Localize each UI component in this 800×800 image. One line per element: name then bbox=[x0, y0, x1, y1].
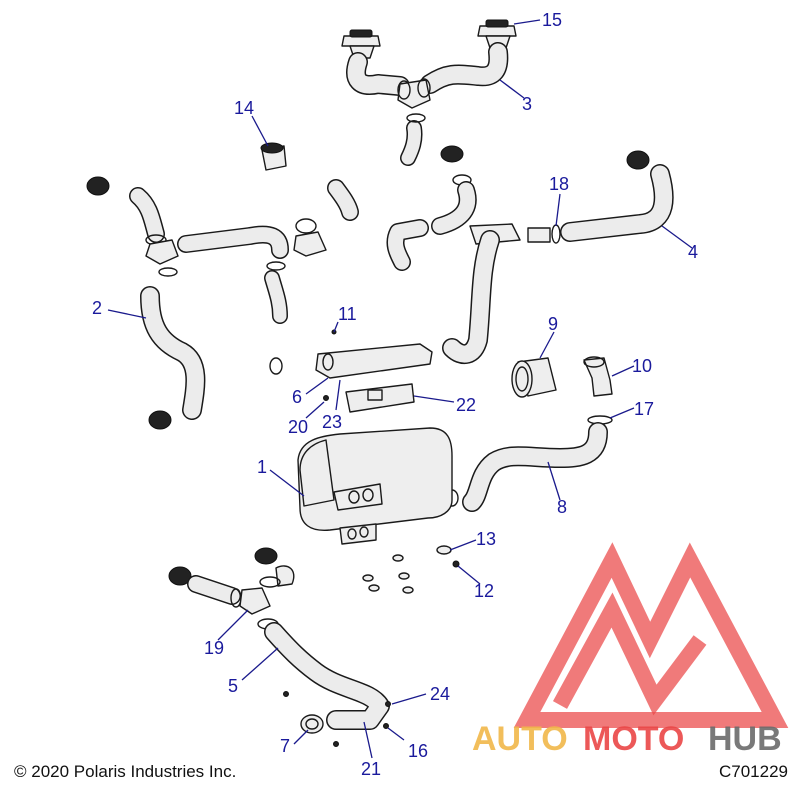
callout-21: 21 bbox=[361, 759, 381, 779]
leader-19 bbox=[217, 609, 249, 641]
leader-24 bbox=[391, 693, 427, 705]
callout-9: 9 bbox=[548, 314, 558, 334]
watermark-logo bbox=[513, 542, 789, 728]
callout-4: 4 bbox=[688, 242, 698, 262]
callout-23: 23 bbox=[322, 412, 342, 432]
callout-5: 5 bbox=[228, 676, 238, 696]
leader-11 bbox=[333, 321, 339, 333]
part-14-boot bbox=[260, 142, 287, 171]
leader-lines bbox=[107, 19, 693, 759]
callout-18: 18 bbox=[549, 174, 569, 194]
watermark-word-moto: MOTO bbox=[583, 720, 684, 758]
callout-24: 24 bbox=[430, 684, 450, 704]
left-upper-duct-assembly bbox=[86, 176, 359, 324]
callout-8: 8 bbox=[557, 497, 567, 517]
callout-15: 15 bbox=[542, 10, 562, 30]
leader-9 bbox=[539, 331, 555, 359]
leader-20 bbox=[305, 401, 325, 419]
callout-6: 6 bbox=[292, 387, 302, 407]
part-4-18-right-duct bbox=[386, 145, 674, 365]
part-2-left-duct bbox=[140, 286, 206, 430]
leader-1 bbox=[269, 469, 305, 497]
leader-18 bbox=[555, 193, 561, 227]
leader-17 bbox=[609, 407, 635, 419]
watermark-word-hub: HUB bbox=[708, 720, 782, 758]
leader-23 bbox=[335, 379, 341, 411]
leader-22 bbox=[413, 395, 455, 403]
part-8-17-duct bbox=[445, 415, 613, 512]
callout-2: 2 bbox=[92, 298, 102, 318]
leader-3 bbox=[499, 79, 525, 99]
part-9-filter bbox=[511, 357, 557, 398]
part-3-upper-duct bbox=[346, 42, 509, 166]
part-1-airbox bbox=[297, 427, 453, 545]
watermark-word-auto: AUTO bbox=[472, 720, 568, 758]
callout-3: 3 bbox=[522, 94, 532, 114]
leader-2 bbox=[107, 309, 147, 319]
callout-10: 10 bbox=[632, 356, 652, 376]
leader-4 bbox=[661, 225, 693, 249]
leader-12 bbox=[457, 565, 481, 585]
callout-12: 12 bbox=[474, 581, 494, 601]
callout-11: 11 bbox=[338, 304, 357, 324]
callout-13: 13 bbox=[476, 529, 496, 549]
leader-8 bbox=[547, 461, 561, 501]
callout-7: 7 bbox=[280, 736, 290, 756]
callout-labels: 1 2 3 4 5 6 7 8 9 10 11 12 13 14 15 16 1… bbox=[92, 10, 698, 779]
leader-7 bbox=[293, 729, 309, 745]
leader-15 bbox=[513, 19, 541, 25]
callout-17: 17 bbox=[634, 399, 654, 419]
leader-16 bbox=[387, 727, 405, 741]
part-10-elbow bbox=[583, 356, 613, 397]
leader-14 bbox=[251, 115, 269, 147]
leader-21 bbox=[363, 721, 373, 759]
copyright-notice: © 2020 Polaris Industries Inc. bbox=[14, 762, 237, 781]
callout-1: 1 bbox=[257, 457, 267, 477]
callout-19: 19 bbox=[204, 638, 224, 658]
leader-13 bbox=[449, 539, 477, 551]
callout-22: 22 bbox=[456, 395, 476, 415]
part-12-13-fasteners bbox=[362, 545, 460, 594]
leader-6 bbox=[305, 377, 329, 395]
callout-14: 14 bbox=[234, 98, 254, 118]
figure-code: C701229 bbox=[718, 762, 788, 781]
callout-20: 20 bbox=[288, 417, 308, 437]
part-6-22-brackets bbox=[269, 329, 433, 413]
leader-5 bbox=[241, 647, 279, 681]
watermark-text: AUTO MOTO HUB bbox=[472, 720, 782, 758]
callout-16: 16 bbox=[408, 741, 428, 761]
leader-10 bbox=[611, 365, 635, 377]
part-5-19-21-lower-duct bbox=[168, 547, 391, 747]
